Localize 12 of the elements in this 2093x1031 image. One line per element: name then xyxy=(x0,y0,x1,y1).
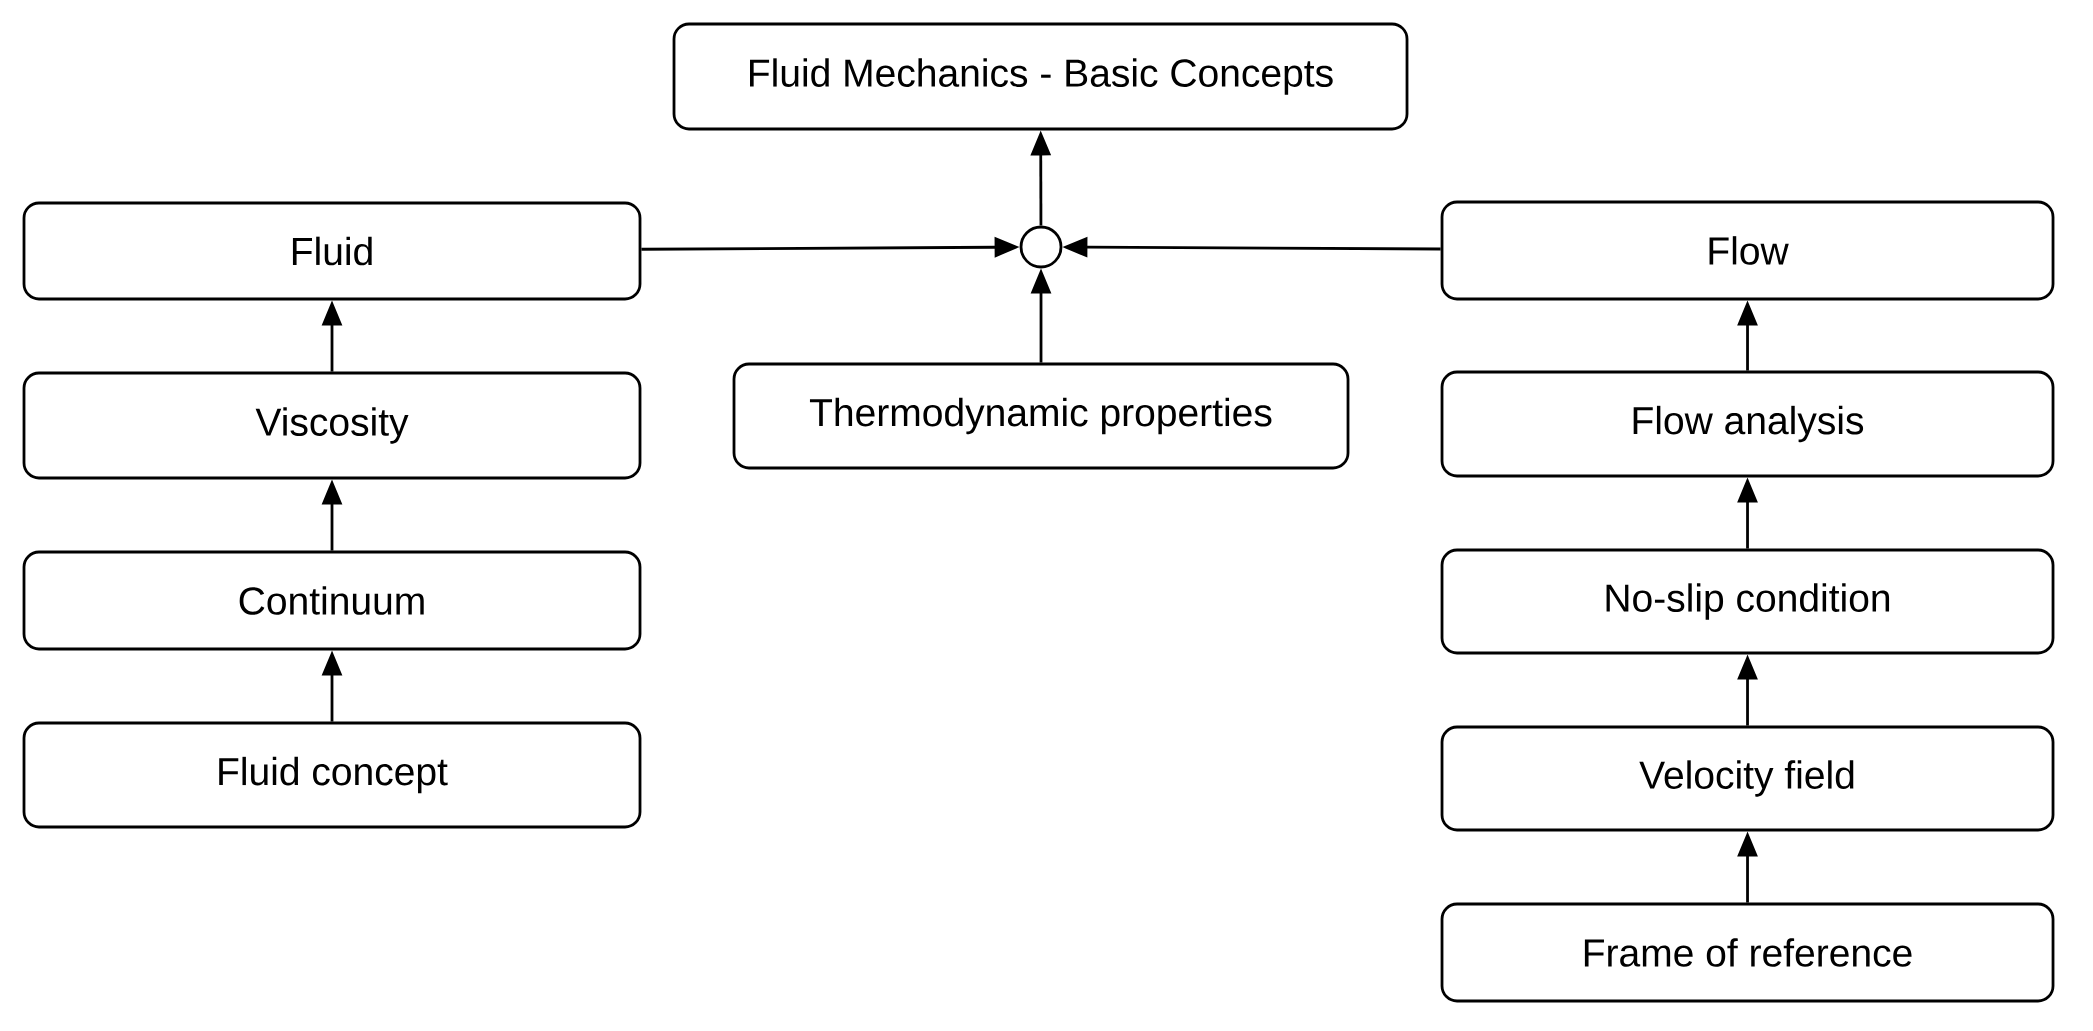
concept-box: Viscosity xyxy=(22,371,642,480)
concept-box: Velocity field xyxy=(1440,725,2055,832)
concept-box: Flow xyxy=(1440,200,2055,301)
concept-box: Fluid concept xyxy=(22,721,642,829)
concept-box: Continuum xyxy=(22,550,642,651)
concept-box: Frame of reference xyxy=(1440,902,2055,1003)
concept-box: No-slip condition xyxy=(1440,548,2055,655)
concept-box: Flow analysis xyxy=(1440,370,2055,478)
junction-circle xyxy=(1019,225,1063,269)
title-box: Fluid Mechanics - Basic Concepts xyxy=(672,22,1409,131)
concept-box: Fluid xyxy=(22,201,642,301)
concept-box: Thermodynamic properties xyxy=(732,362,1350,470)
